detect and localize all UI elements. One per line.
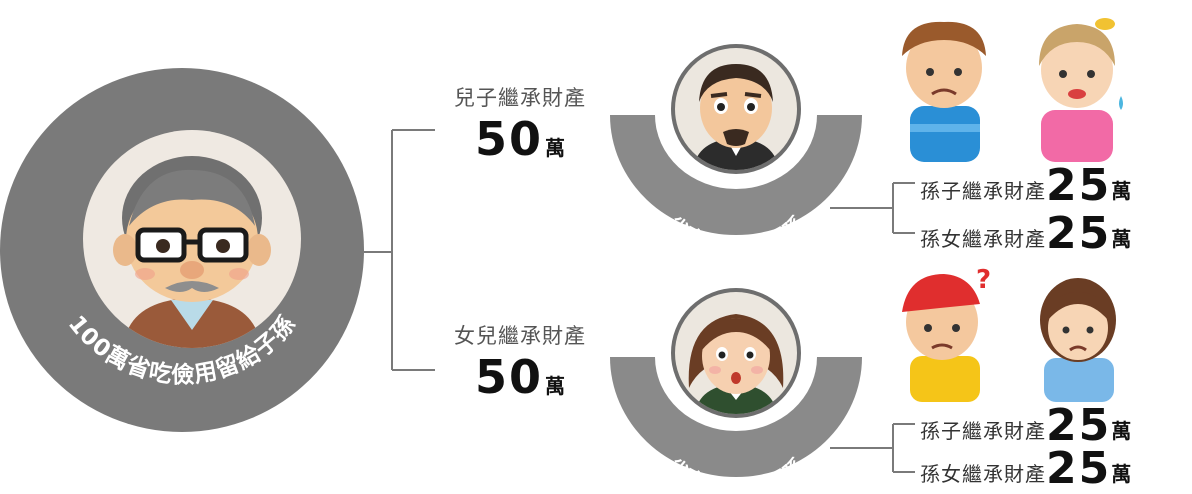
grandchild-daughter-1-unit: 萬: [1111, 419, 1132, 443]
sad-girl-icon: [1040, 278, 1116, 402]
grandchild-son-1-value: 25: [1046, 160, 1112, 211]
grandchild-daughter-1-label: 孫子繼承財產: [920, 419, 1046, 443]
daughter-portrait: [671, 288, 801, 418]
grandchild-son-2-label: 孫女繼承財產: [920, 227, 1046, 251]
sad-boy-icon: [902, 21, 986, 162]
granddaughter-1-illustration: [1017, 6, 1135, 162]
grandchild-son-1-unit: 萬: [1111, 179, 1132, 203]
svg-text:?: ?: [976, 265, 991, 295]
heir-daughter-amount-value: 50: [474, 350, 543, 404]
son-emblem: 省吃儉用留給子孫: [610, 40, 862, 240]
confused-boy-icon: ?: [902, 265, 991, 402]
grandchild-daughter-1-value: 25: [1046, 400, 1112, 451]
heir-daughter-label: 女兒繼承財產: [454, 324, 586, 348]
grandson-2-illustration: ?: [880, 258, 1005, 402]
heir-daughter-amount-unit: 萬: [545, 374, 565, 398]
grandchild-daughter-2-label: 孫女繼承財產: [920, 462, 1046, 486]
heir-son-label: 兒子繼承財產: [454, 86, 586, 110]
heir-son-amount-unit: 萬: [545, 136, 565, 160]
grandchild-daughter-2-unit: 萬: [1111, 462, 1132, 486]
daughter-emblem: 省吃儉用留給子孫: [610, 282, 862, 482]
heir-son-amount-value: 50: [474, 112, 543, 166]
father-icon: [693, 64, 779, 170]
grandchild-son-1-label: 孫子繼承財產: [920, 179, 1046, 203]
grandchild-daughter-row-2: 孫女繼承財產 25 萬: [920, 447, 1131, 491]
grandchild-son-2-unit: 萬: [1111, 227, 1132, 251]
son-portrait: [671, 44, 801, 174]
grandchild-daughter-row-1: 孫子繼承財產 25 萬: [920, 404, 1131, 448]
grandfather-portrait: [83, 130, 301, 348]
crying-girl-icon: [1039, 18, 1123, 162]
mother-icon: [688, 314, 784, 414]
grandchild-son-2-value: 25: [1046, 208, 1112, 259]
grandchild-son-row-2: 孫女繼承財產 25 萬: [920, 212, 1131, 256]
grandchild-daughter-2-value: 25: [1046, 443, 1112, 494]
grandfather-icon: [113, 156, 271, 348]
granddaughter-2-illustration: [1020, 258, 1135, 402]
grandchild-son-row-1: 孫子繼承財產 25 萬: [920, 164, 1131, 208]
grandson-1-illustration: [880, 6, 1005, 162]
